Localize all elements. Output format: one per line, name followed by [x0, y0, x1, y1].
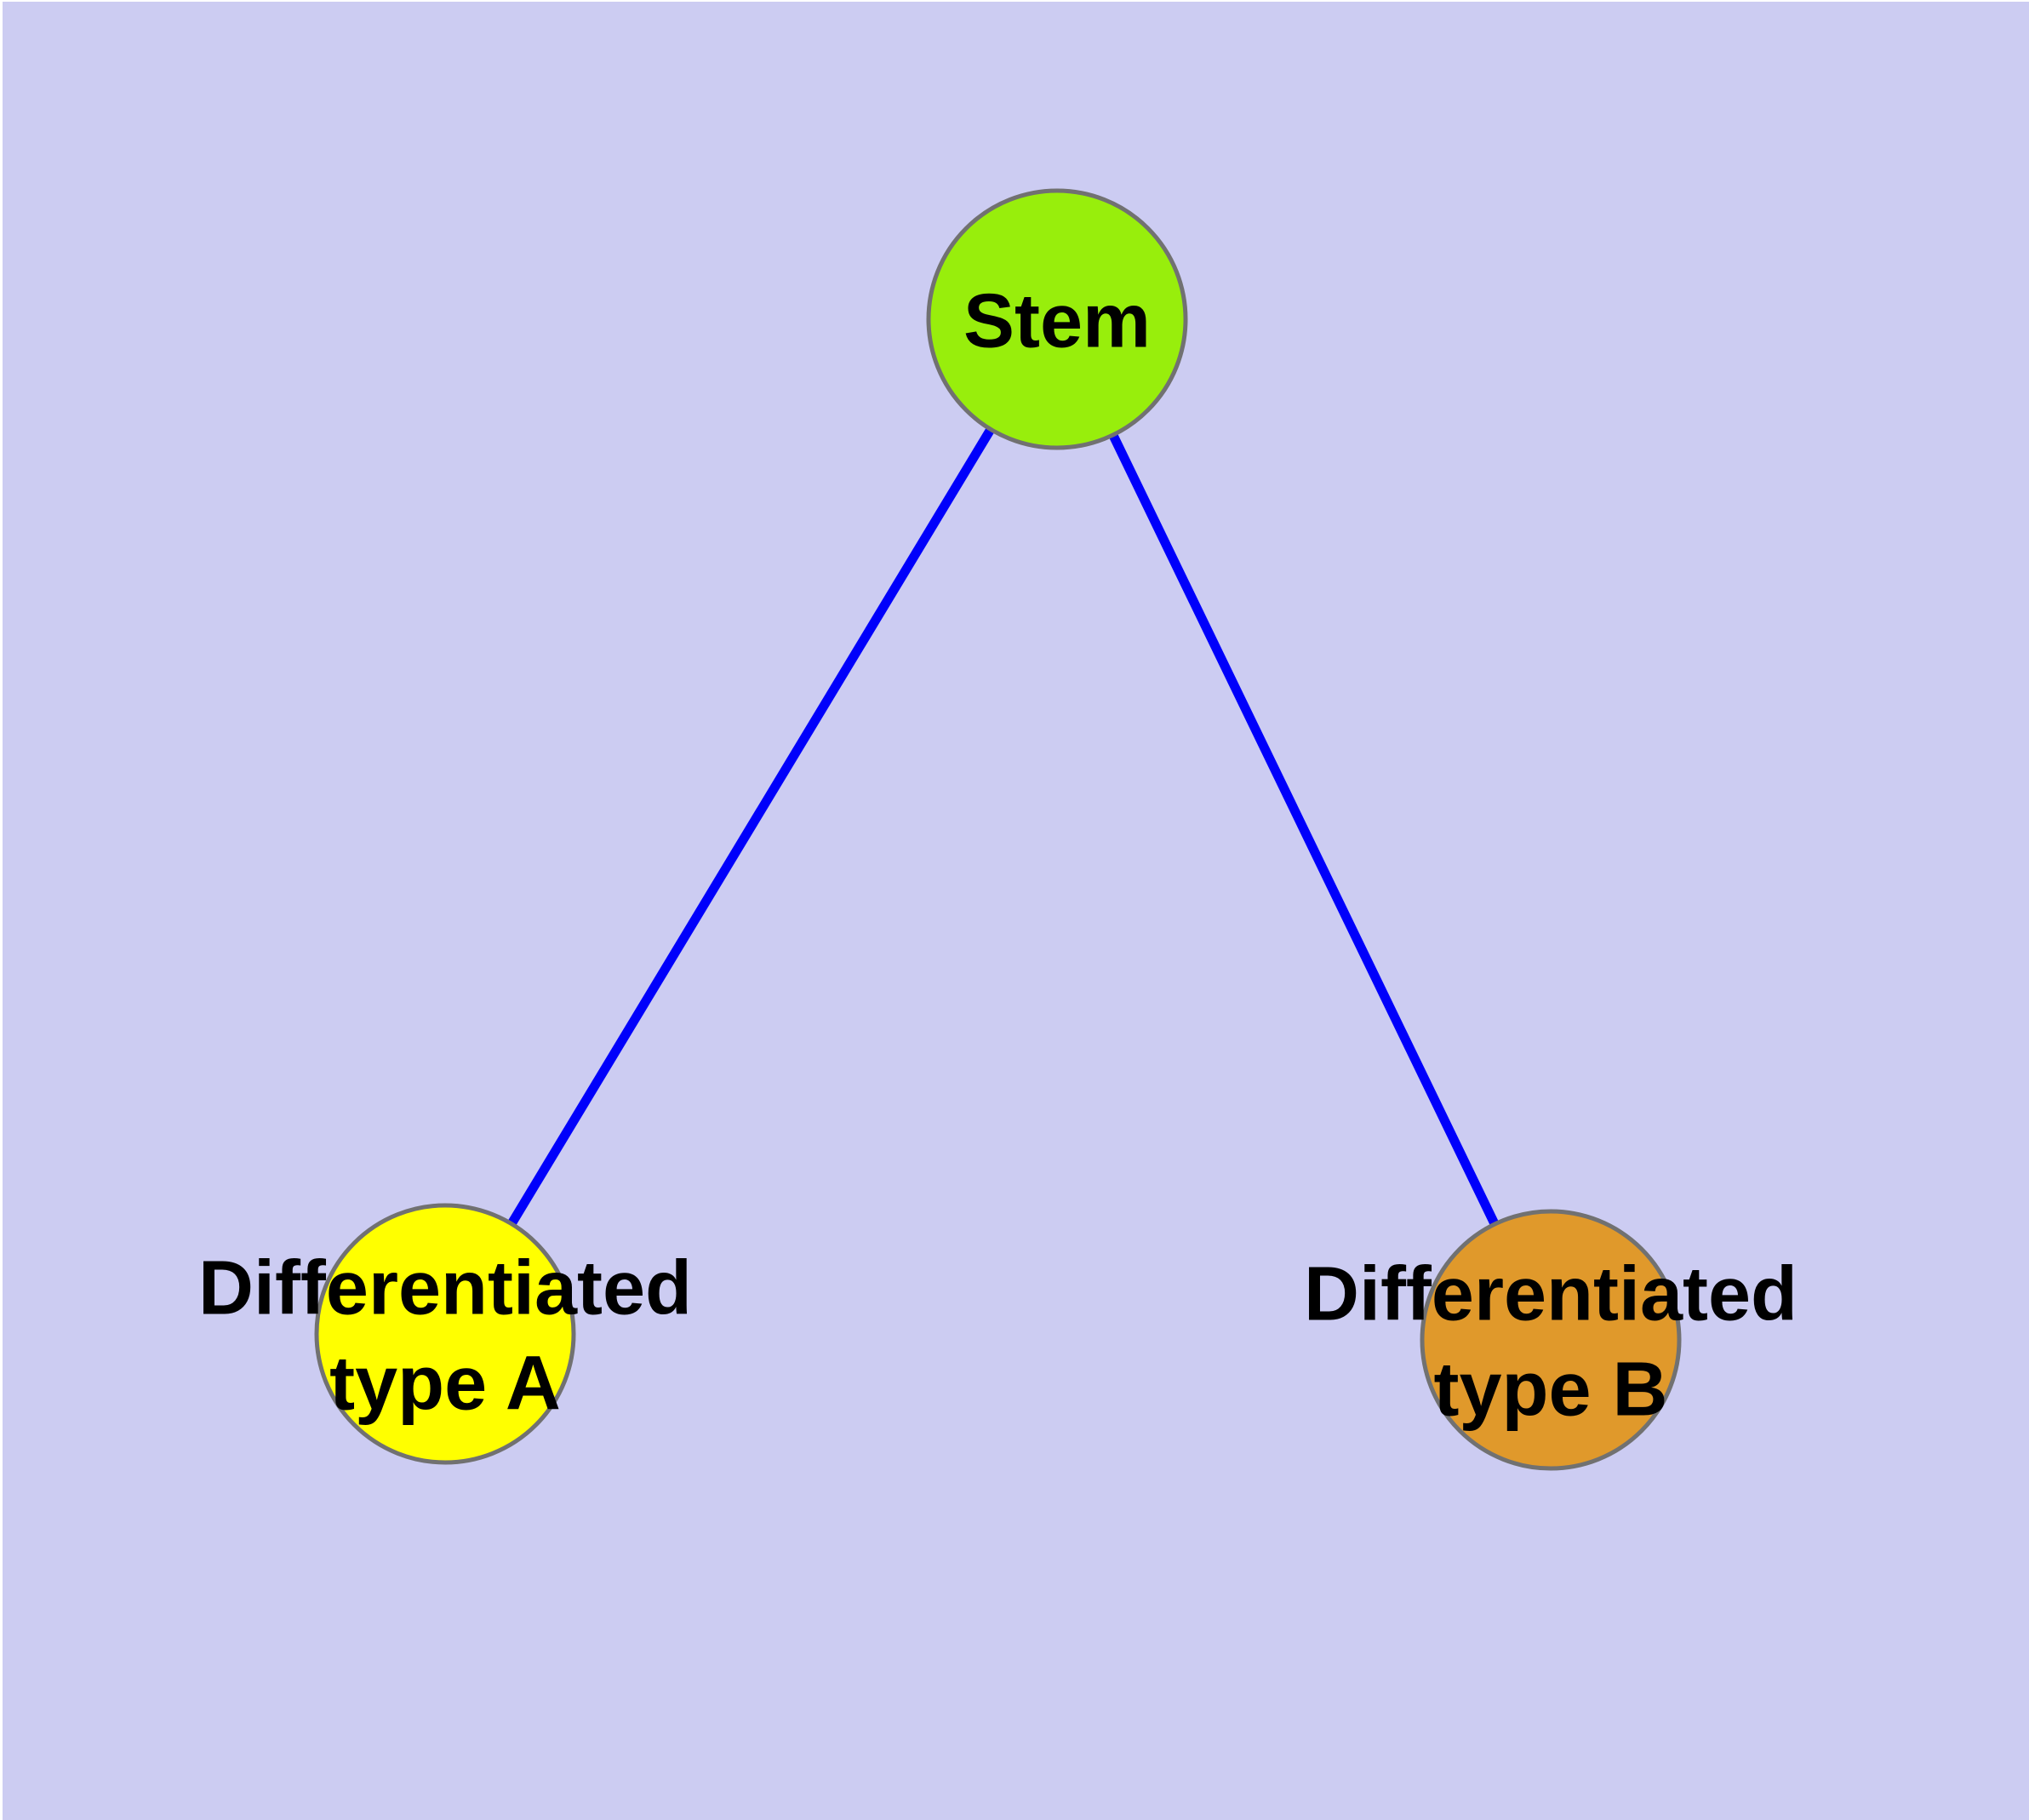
- diff-a-label: Differentiated type A: [198, 1245, 692, 1426]
- diff-b-label-line-1: Differentiated: [1304, 1251, 1798, 1336]
- node-stem: Stem: [926, 188, 1188, 450]
- edge-stem-diff-b: [1053, 317, 1555, 1342]
- diff-b-label: Differentiated type B: [1304, 1251, 1798, 1432]
- diff-a-circle: [314, 1203, 576, 1465]
- diff-b-circle: [1420, 1209, 1682, 1471]
- diff-a-label-line-2: type A: [329, 1341, 561, 1426]
- node-diff-a: Differentiated type A: [198, 1203, 692, 1465]
- edge-stem-diff-a: [441, 317, 1061, 1336]
- stem-label: Stem: [963, 278, 1151, 363]
- stem-circle: [926, 188, 1188, 450]
- node-diff-b: Differentiated type B: [1304, 1209, 1798, 1471]
- stem-label-line-1: Stem: [963, 278, 1151, 363]
- diff-b-label-line-2: type B: [1433, 1347, 1667, 1432]
- diff-a-label-line-1: Differentiated: [198, 1245, 692, 1331]
